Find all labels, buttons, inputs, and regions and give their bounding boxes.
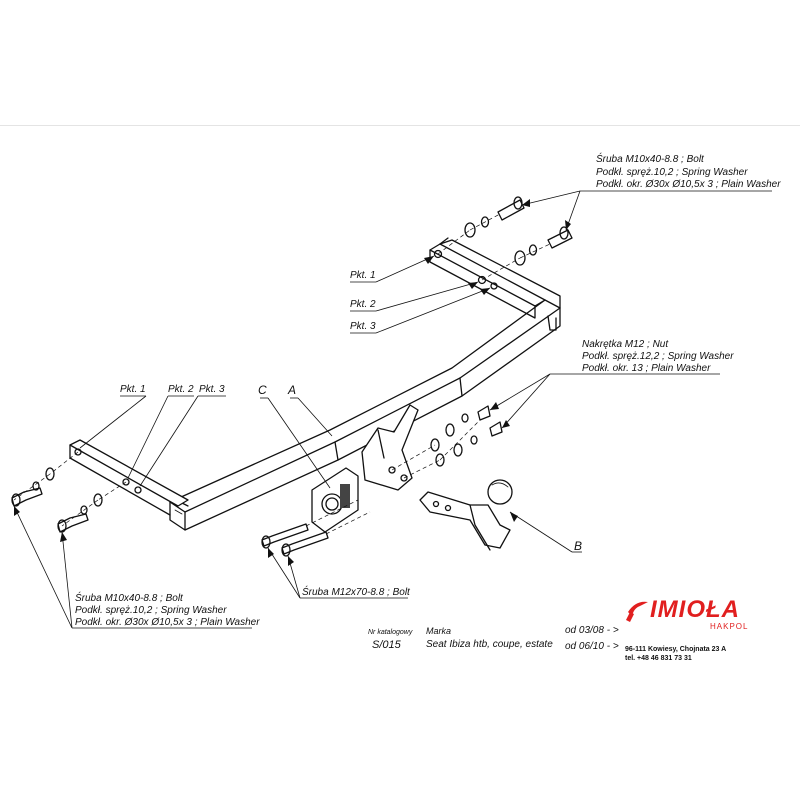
left-fasteners	[11, 467, 103, 533]
socket-plate	[311, 467, 359, 533]
right-pkt2-label: Pkt. 2	[350, 299, 376, 310]
company-phone: tel. +48 46 831 73 31	[625, 655, 692, 662]
towball-neck	[419, 479, 513, 551]
nut-line2: Podkł. spręż.12,2 ; Spring Washer	[582, 351, 734, 362]
catalog-label: Nr katalogowy	[368, 629, 413, 636]
date-from-2: od 06/10 - >	[565, 641, 619, 652]
date-from-1: od 03/08 - >	[565, 625, 619, 636]
company-name: IMIOŁA	[650, 596, 740, 623]
m12-bolts	[261, 523, 329, 557]
right-top-fasteners	[464, 196, 573, 266]
brand-label: Marka	[426, 626, 452, 636]
left-pkt3-label: Pkt. 3	[199, 384, 225, 395]
nut-fasteners	[430, 405, 503, 467]
catalog-number: S/015	[372, 639, 401, 651]
nut-line3: Podkł. okr. 13 ; Plain Washer	[582, 363, 711, 374]
left-pkt2-label: Pkt. 2	[168, 384, 194, 395]
company-address: 96-111 Kowiesy, Chojnata 23 A	[625, 646, 727, 653]
top-bolt-line1: Śruba M10x40-8.8 ; Bolt	[596, 154, 704, 165]
right-pkt1-label: Pkt. 1	[350, 270, 376, 281]
left-bolt-line1: Śruba M10x40-8.8 ; Bolt	[75, 593, 183, 604]
logo-mark	[626, 601, 648, 622]
right-pkt3-label: Pkt. 3	[350, 321, 376, 332]
left-pkt1-label: Pkt. 1	[120, 384, 146, 395]
m12-bolt-label: Śruba M12x70-8.8 ; Bolt	[302, 587, 410, 598]
part-letter-b: B	[574, 539, 583, 553]
top-bolt-line2: Podkł. spręż.10,2 ; Spring Washer	[596, 167, 748, 178]
part-letter-a: A	[288, 383, 297, 397]
company-sub: HAKPOL	[710, 622, 749, 631]
nut-line1: Nakrętka M12 ; Nut	[582, 339, 669, 350]
part-letter-c: C	[258, 383, 267, 397]
top-divider	[0, 125, 800, 126]
left-bolt-line3: Podkł. okr. Ø30x Ø10,5x 3 ; Plain Washer	[75, 617, 260, 628]
left-bolt-line2: Podkł. spręż.10,2 ; Spring Washer	[75, 605, 227, 616]
top-bolt-line3: Podkł. okr. Ø30x Ø10,5x 3 ; Plain Washer	[596, 179, 781, 190]
vehicle-model: Seat Ibiza htb, coupe, estate	[426, 639, 553, 650]
ball-mount-bracket	[361, 404, 419, 491]
